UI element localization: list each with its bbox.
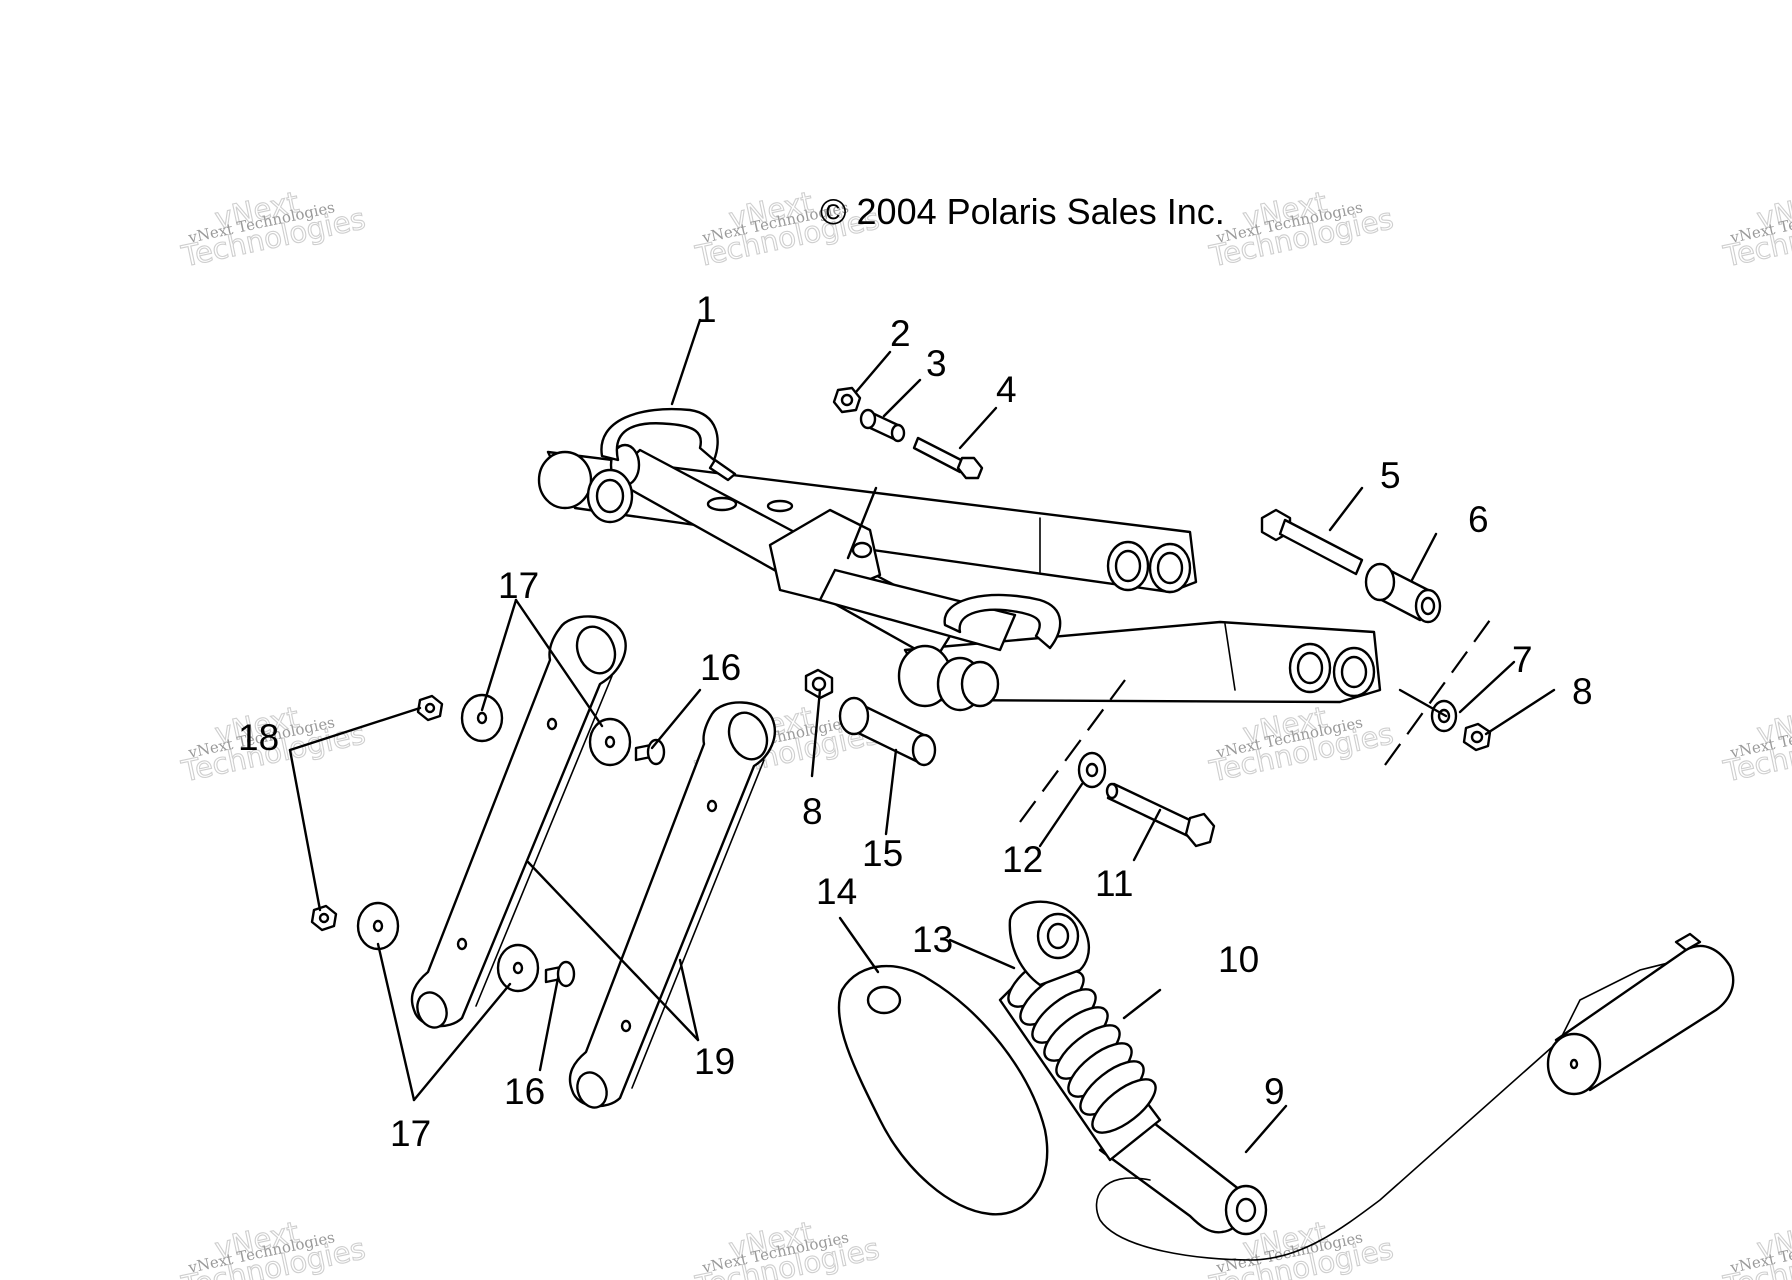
callout-labels: 1 2 3 4 5 6 7 8 8 9 10 11 12 13 14 15 16… xyxy=(238,289,1593,1154)
pin-16-top xyxy=(634,738,666,766)
shock-spring xyxy=(1007,952,1157,1134)
nut-8-center xyxy=(804,668,834,700)
torque-arm-assembly xyxy=(537,407,1382,712)
link-right xyxy=(568,701,777,1109)
callout-14: 14 xyxy=(816,871,857,912)
callout-3: 3 xyxy=(926,343,947,384)
callout-7: 7 xyxy=(1512,639,1533,680)
bump-stop-14 xyxy=(837,964,1049,1216)
callout-8-right: 8 xyxy=(1572,671,1593,712)
callout-13: 13 xyxy=(912,919,953,960)
callout-5: 5 xyxy=(1380,455,1401,496)
washer-17-top-left xyxy=(460,693,504,743)
washer-12 xyxy=(1077,751,1107,789)
callout-17-bottom: 17 xyxy=(390,1113,431,1154)
pin-16-bottom xyxy=(544,960,576,988)
callout-18: 18 xyxy=(238,717,279,758)
centerline xyxy=(1384,619,1491,766)
nut-8-right xyxy=(1462,722,1492,752)
callout-4: 4 xyxy=(996,369,1017,410)
callout-17-top: 17 xyxy=(498,565,539,606)
callout-11: 11 xyxy=(1095,863,1133,904)
callout-16-bottom: 16 xyxy=(504,1071,545,1112)
copyright-notice: © 2004 Polaris Sales Inc. xyxy=(820,191,1225,232)
washer-17-bottom-right xyxy=(496,943,540,993)
washer-17-top-right xyxy=(588,717,632,767)
callout-15: 15 xyxy=(862,833,903,874)
shock-absorber xyxy=(998,900,1561,1261)
nut-2 xyxy=(832,386,862,414)
link-left xyxy=(410,615,627,1029)
callout-1: 1 xyxy=(696,289,717,330)
callout-6: 6 xyxy=(1468,499,1489,540)
spacer-3 xyxy=(859,408,906,443)
callout-12: 12 xyxy=(1002,839,1043,880)
spacer-15 xyxy=(838,696,937,767)
callout-16-top: 16 xyxy=(700,647,741,688)
nut-18-bottom xyxy=(310,904,338,932)
bolt-5 xyxy=(1260,508,1364,576)
callout-2: 2 xyxy=(890,313,911,354)
callout-19: 19 xyxy=(694,1041,735,1082)
centerline xyxy=(1019,679,1126,823)
nut-18-top xyxy=(416,694,444,722)
callout-8-center: 8 xyxy=(802,791,823,832)
leader-lines xyxy=(288,318,1556,1154)
washer-17-bottom-left xyxy=(356,901,400,951)
bolt-11 xyxy=(1105,782,1216,848)
bolt-4 xyxy=(912,436,984,480)
bushing-6 xyxy=(1364,562,1442,624)
callout-9: 9 xyxy=(1264,1071,1285,1112)
callout-10: 10 xyxy=(1218,939,1259,980)
shock-reservoir xyxy=(1546,932,1735,1096)
